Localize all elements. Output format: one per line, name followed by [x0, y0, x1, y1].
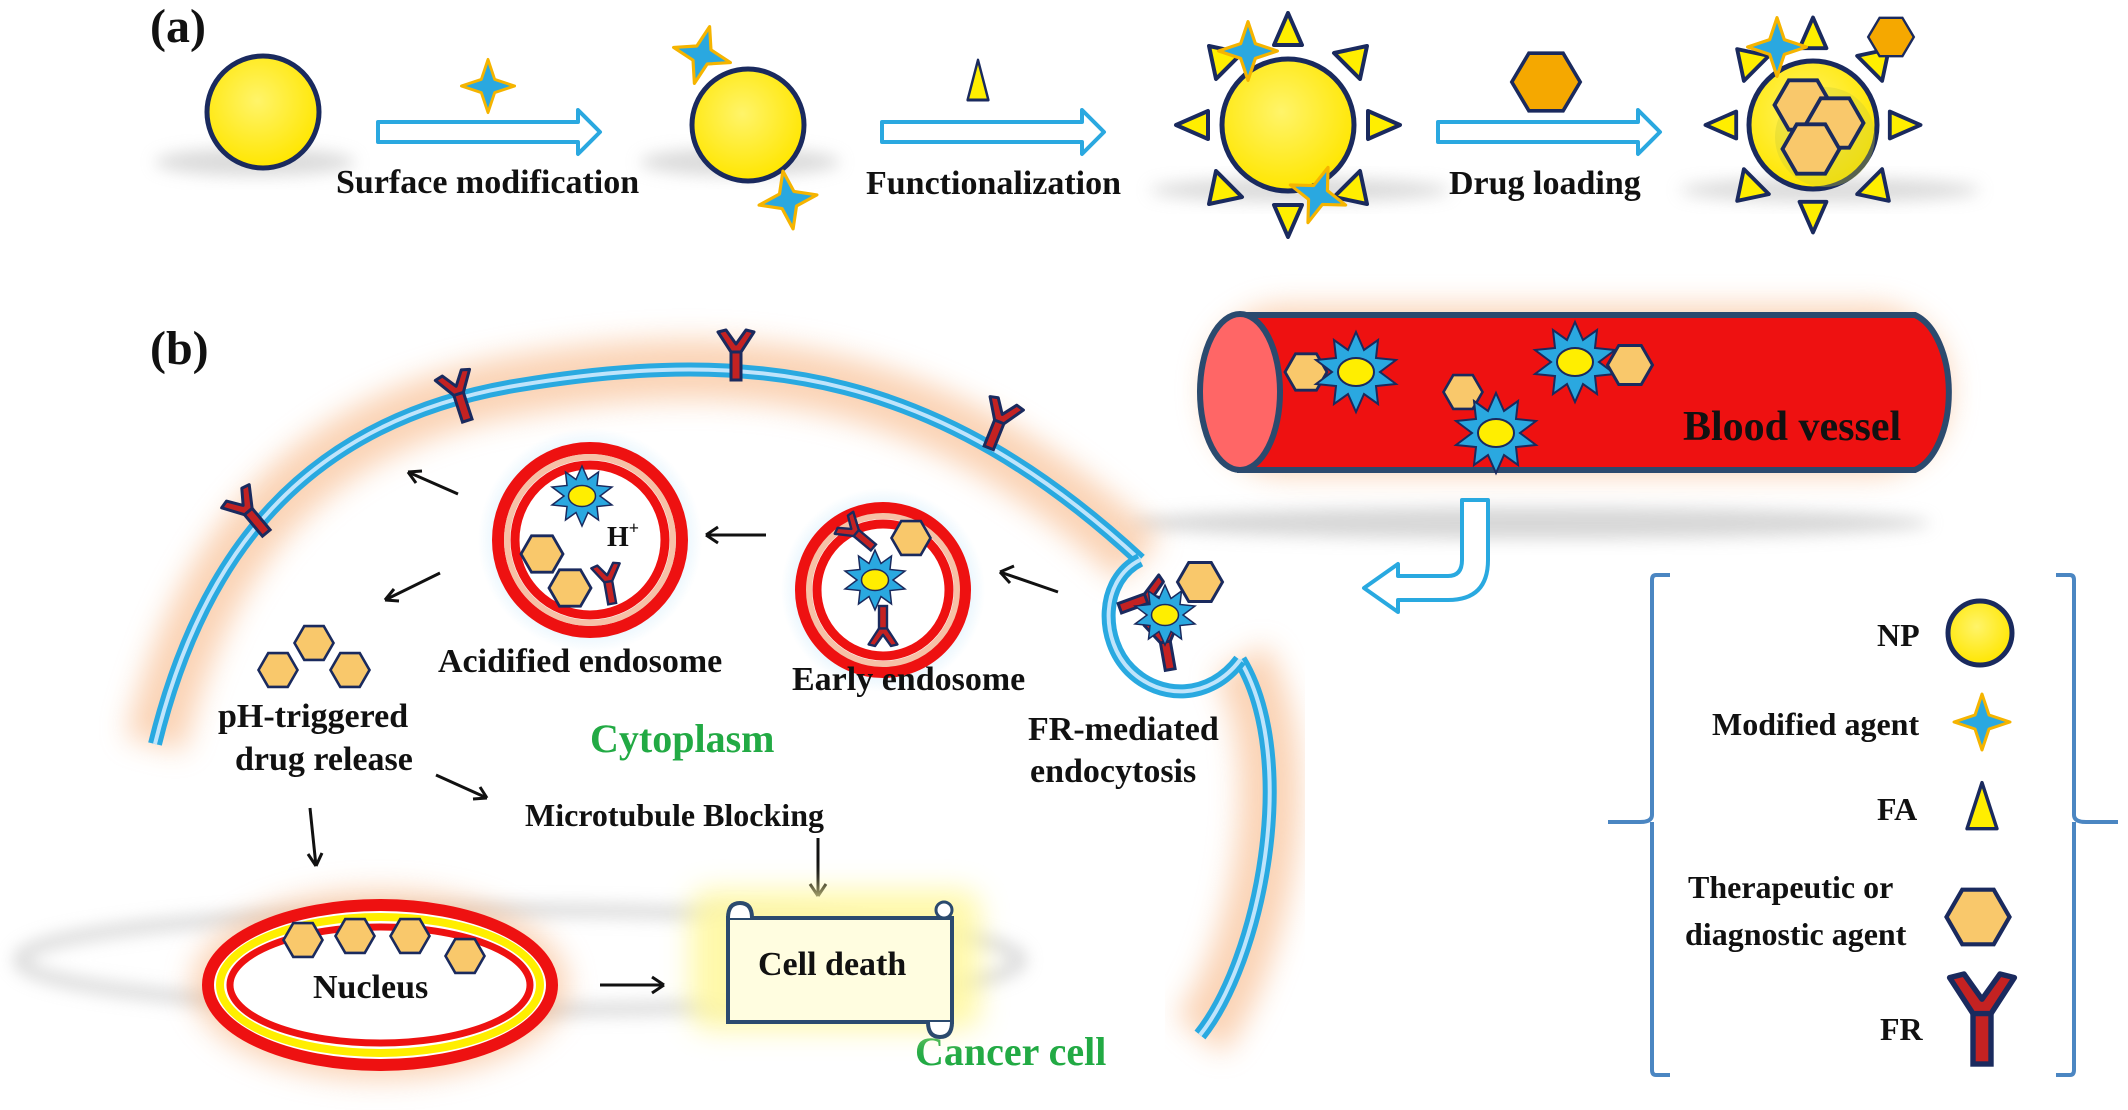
early-endosome [781, 488, 985, 692]
legend-fr-label: FR [1880, 1011, 1924, 1047]
cytoplasm-label: Cytoplasm [590, 716, 774, 761]
legend-fa-icon [1965, 780, 1999, 831]
legend-therapeutic-label-line2: diagnostic agent [1685, 916, 1907, 952]
legend-therapeutic-label-line1: Therapeutic or [1688, 869, 1893, 905]
acidified-endosome-label: Acidified endosome [438, 643, 722, 680]
arrow-surface-modification [376, 57, 602, 156]
np-surface-modified [664, 17, 824, 236]
process-arrows [306, 469, 1059, 995]
legend-bracket [1608, 573, 2118, 1077]
release-label-line1: pH-triggered [218, 698, 408, 735]
release-label-line2: drug release [235, 741, 413, 778]
panel-b-label: (b) [150, 322, 209, 375]
blood-vessel [1197, 305, 1952, 475]
legend-np-icon [1945, 598, 2015, 668]
step-functionalization: Functionalization [866, 165, 1121, 202]
legend-fr-icon [1950, 974, 2015, 1064]
legend-modified-agent-icon [1952, 692, 2012, 752]
np-functionalized [1174, 11, 1402, 239]
cell-membrane [125, 339, 1300, 1054]
panel-a-label: (a) [150, 0, 206, 53]
arrow-functionalization [880, 58, 1106, 156]
modified-agent-icon [459, 57, 517, 115]
legend-np-label: NP [1877, 617, 1920, 653]
legend-modified-agent-label: Modified agent [1712, 706, 1919, 742]
np-bare [204, 53, 322, 171]
arrow-vessel-to-cell [1362, 498, 1490, 614]
h-plus-label: H+ [607, 518, 639, 553]
blood-vessel-label: Blood vessel [1683, 404, 1901, 450]
cell-death-label: Cell death [758, 946, 906, 983]
np-drug-loaded [1703, 15, 1923, 235]
nucleus [192, 890, 568, 1080]
microtubule-label: Microtubule Blocking [525, 797, 824, 833]
acidified-endosome [478, 428, 702, 652]
nucleus-label: Nucleus [313, 969, 428, 1006]
released-drug [257, 624, 371, 689]
arrow-drug-loading [1436, 51, 1662, 156]
legend-fa-label: FA [1877, 791, 1917, 827]
step-surface-modification: Surface modification [336, 164, 639, 201]
fa-triangle-icon [966, 58, 990, 102]
drug-hexagon-icon [1510, 51, 1582, 113]
cell-death-scroll [690, 890, 980, 1040]
step-drug-loading: Drug loading [1449, 165, 1641, 202]
legend-therapeutic-icon [1947, 890, 2010, 945]
endocytosis-label-line2: endocytosis [1030, 753, 1196, 790]
endocytosis-label-line1: FR-mediated [1028, 711, 1219, 748]
early-endosome-label: Early endosome [792, 661, 1025, 698]
